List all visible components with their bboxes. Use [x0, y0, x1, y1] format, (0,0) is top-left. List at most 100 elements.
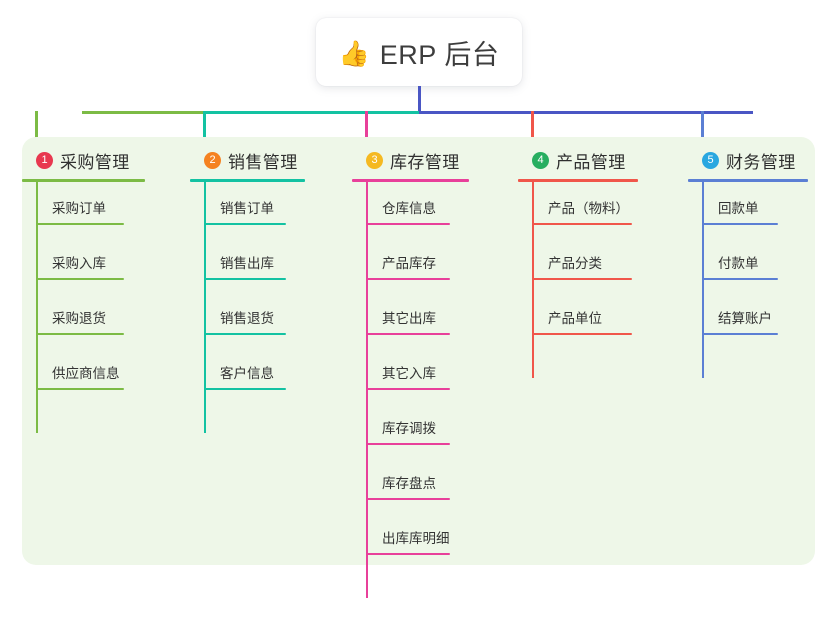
leaf-label: 库存盘点 [382, 476, 436, 491]
leaf-rule [204, 223, 286, 225]
leaf-rule [702, 223, 778, 225]
branch-title-5: 财务管理 [726, 152, 796, 172]
leaf-item[interactable]: 库存盘点 [366, 475, 450, 500]
thumbs-up-icon: 👍 [338, 38, 370, 68]
branch-header-4[interactable]: 4 产品管理 [518, 146, 638, 174]
leaf-rule [366, 553, 450, 555]
leaf-item[interactable]: 产品单位 [532, 310, 632, 335]
leaf-label: 回款单 [718, 201, 759, 216]
root-node[interactable]: 👍 ERP 后台 [316, 18, 522, 86]
leaf-rule [366, 333, 450, 335]
connector-bar-segment-4 [532, 111, 753, 114]
branch-badge-2: 2 [204, 151, 221, 169]
leaf-item[interactable]: 付款单 [702, 255, 778, 280]
leaf-item[interactable]: 产品分类 [532, 255, 632, 280]
branch-header-2[interactable]: 2 销售管理 [190, 146, 305, 174]
leaf-item[interactable]: 结算账户 [702, 310, 778, 335]
leaf-item[interactable]: 仓库信息 [366, 200, 450, 225]
connector-bar-segment-1 [82, 111, 207, 114]
leaf-item[interactable]: 客户信息 [204, 365, 286, 390]
leaf-item[interactable]: 销售退货 [204, 310, 286, 335]
branch-rule-5 [688, 179, 808, 182]
leaf-label: 产品库存 [382, 256, 436, 271]
leaf-rule [702, 333, 778, 335]
leaf-item[interactable]: 其它出库 [366, 310, 450, 335]
branch-badge-5: 5 [702, 151, 719, 169]
branches-panel: 1 采购管理采购订单采购入库采购退货供应商信息 2 销售管理销售订单销售出库销售退货客… [22, 137, 815, 598]
leaf-label: 库存调拨 [382, 421, 436, 436]
branch-header-5[interactable]: 5 财务管理 [688, 146, 808, 174]
leaf-label: 产品（物料） [548, 201, 629, 216]
leaf-label: 仓库信息 [382, 201, 436, 216]
branch-body-5: 回款单付款单结算账户 [688, 182, 808, 409]
branch-header-1[interactable]: 1 采购管理 [22, 146, 145, 174]
leaf-label: 其它入库 [382, 366, 436, 381]
leaf-item[interactable]: 产品（物料） [532, 200, 632, 225]
branch-title-1: 采购管理 [60, 152, 130, 172]
branch-badge-4: 4 [532, 151, 549, 169]
branch-badge-3: 3 [366, 151, 383, 169]
leaf-label: 产品分类 [548, 256, 602, 271]
root-title: ERP 后台 [379, 39, 500, 70]
leaf-rule [702, 278, 778, 280]
connector-bar-segment-3 [419, 111, 535, 114]
leaf-item[interactable]: 销售出库 [204, 255, 286, 280]
branch-drop-4 [531, 111, 534, 146]
leaf-item[interactable]: 销售订单 [204, 200, 286, 225]
branch-spine-2 [204, 182, 206, 433]
leaf-item[interactable]: 供应商信息 [36, 365, 124, 390]
leaf-rule [204, 333, 286, 335]
leaf-label: 销售退货 [220, 311, 274, 326]
branch-4[interactable]: 4 产品管理产品（物料） 产品分类产品单位 [518, 146, 638, 409]
leaf-label: 采购订单 [52, 201, 106, 216]
mindmap-canvas: 👍 ERP 后台 1 采购管理采购订单采购入库采购退货供应商信息 2 销售管理销售订单… [22, 18, 815, 598]
leaf-label: 销售订单 [220, 201, 274, 216]
leaf-item[interactable]: 采购入库 [36, 255, 124, 280]
leaf-item[interactable]: 回款单 [702, 200, 778, 225]
branch-body-2: 销售订单销售出库销售退货客户信息 [190, 182, 305, 464]
leaf-label: 采购入库 [52, 256, 106, 271]
branch-title-2: 销售管理 [228, 152, 298, 172]
leaf-rule [36, 278, 124, 280]
branch-body-1: 采购订单采购入库采购退货供应商信息 [22, 182, 145, 464]
leaf-rule [366, 278, 450, 280]
leaf-label: 供应商信息 [52, 366, 120, 381]
leaf-rule [532, 223, 632, 225]
leaf-item[interactable]: 库存调拨 [366, 420, 450, 445]
leaf-label: 客户信息 [220, 366, 274, 381]
leaf-rule [36, 223, 124, 225]
branch-drop-3 [365, 111, 368, 146]
leaf-label: 产品单位 [548, 311, 602, 326]
leaf-rule [366, 443, 450, 445]
leaf-item[interactable]: 出库库明细 [366, 530, 450, 555]
leaf-item[interactable]: 其它入库 [366, 365, 450, 390]
branch-spine-3 [366, 182, 368, 598]
branch-drop-1 [35, 111, 38, 146]
leaf-rule [36, 333, 124, 335]
branch-title-4: 产品管理 [556, 152, 626, 172]
branch-5[interactable]: 5 财务管理回款单付款单结算账户 [688, 146, 808, 409]
branch-1[interactable]: 1 采购管理采购订单采购入库采购退货供应商信息 [22, 146, 145, 464]
leaf-rule [366, 498, 450, 500]
branch-rule-2 [190, 179, 305, 182]
leaf-label: 付款单 [718, 256, 759, 271]
leaf-rule [366, 223, 450, 225]
leaf-item[interactable]: 采购退货 [36, 310, 124, 335]
leaf-item[interactable]: 采购订单 [36, 200, 124, 225]
leaf-rule [204, 388, 286, 390]
branch-rule-1 [22, 179, 145, 182]
branch-badge-1: 1 [36, 151, 53, 169]
leaf-label: 出库库明细 [382, 531, 450, 546]
leaf-rule [532, 278, 632, 280]
leaf-rule [366, 388, 450, 390]
branch-2[interactable]: 2 销售管理销售订单销售出库销售退货客户信息 [190, 146, 305, 464]
leaf-label: 采购退货 [52, 311, 106, 326]
leaf-item[interactable]: 产品库存 [366, 255, 450, 280]
branch-rule-3 [352, 179, 469, 182]
branch-drop-2 [203, 111, 206, 146]
leaf-label: 销售出库 [220, 256, 274, 271]
leaf-rule [532, 333, 632, 335]
leaf-rule [204, 278, 286, 280]
